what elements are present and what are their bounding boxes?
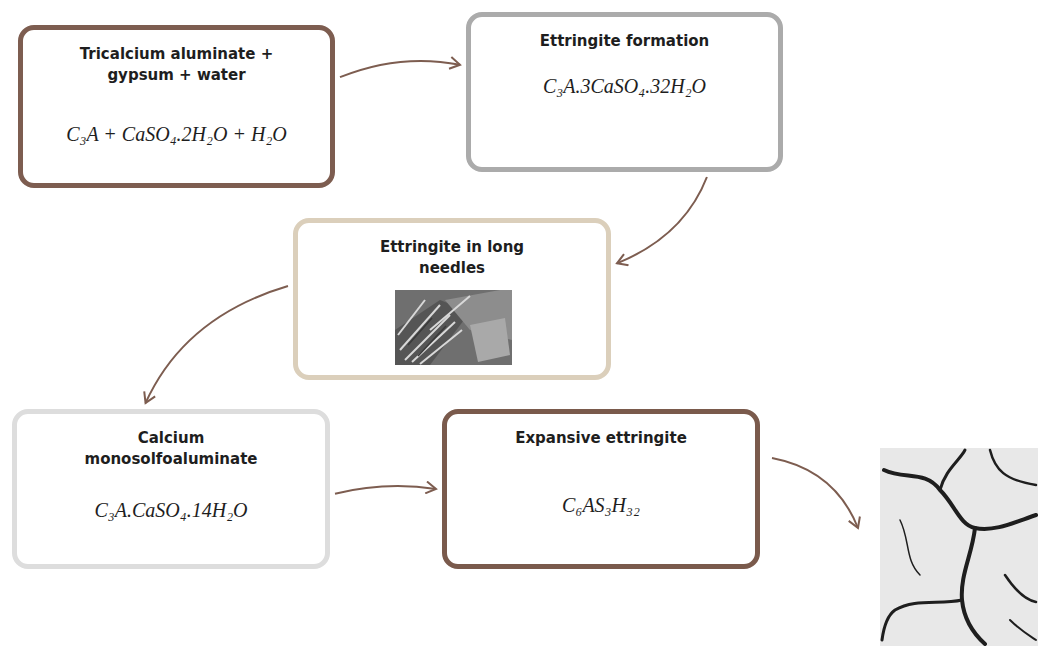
- box-heading: Calcium monosolfoaluminate: [66, 428, 276, 470]
- cracked-surface: [880, 448, 1038, 646]
- flow-arrow: [617, 177, 707, 263]
- box-heading: Ettringite in long needles: [352, 237, 552, 279]
- process-box: Ettringite formationC₃A.3CaSO₄.32H₂O: [466, 12, 783, 172]
- process-box: Expansive ettringiteC₆AS₃H₃₂: [442, 409, 760, 569]
- flow-arrow: [335, 486, 436, 494]
- flow-arrow: [340, 61, 460, 77]
- process-box: Ettringite in long needles: [293, 218, 611, 380]
- box-heading: Ettringite formation: [540, 31, 710, 52]
- crack-arrow: [772, 458, 858, 528]
- process-box: Calcium monosolfoaluminateC₃A.CaSO₄.14H₂…: [12, 409, 330, 569]
- flow-arrow: [146, 286, 288, 403]
- sem-micrograph: [395, 290, 512, 365]
- box-heading: Tricalcium aluminate + gypsum + water: [62, 44, 292, 86]
- process-box: Tricalcium aluminate + gypsum + waterC₃A…: [18, 25, 335, 188]
- chemical-formula: C₃A + CaSO₄.2H₂O + H₂O: [66, 122, 287, 146]
- chemical-formula: C₆AS₃H₃₂: [562, 493, 640, 517]
- box-heading: Expansive ettringite: [515, 428, 687, 449]
- chemical-formula: C₃A.3CaSO₄.32H₂O: [543, 74, 706, 98]
- chemical-formula: C₃A.CaSO₄.14H₂O: [94, 498, 247, 522]
